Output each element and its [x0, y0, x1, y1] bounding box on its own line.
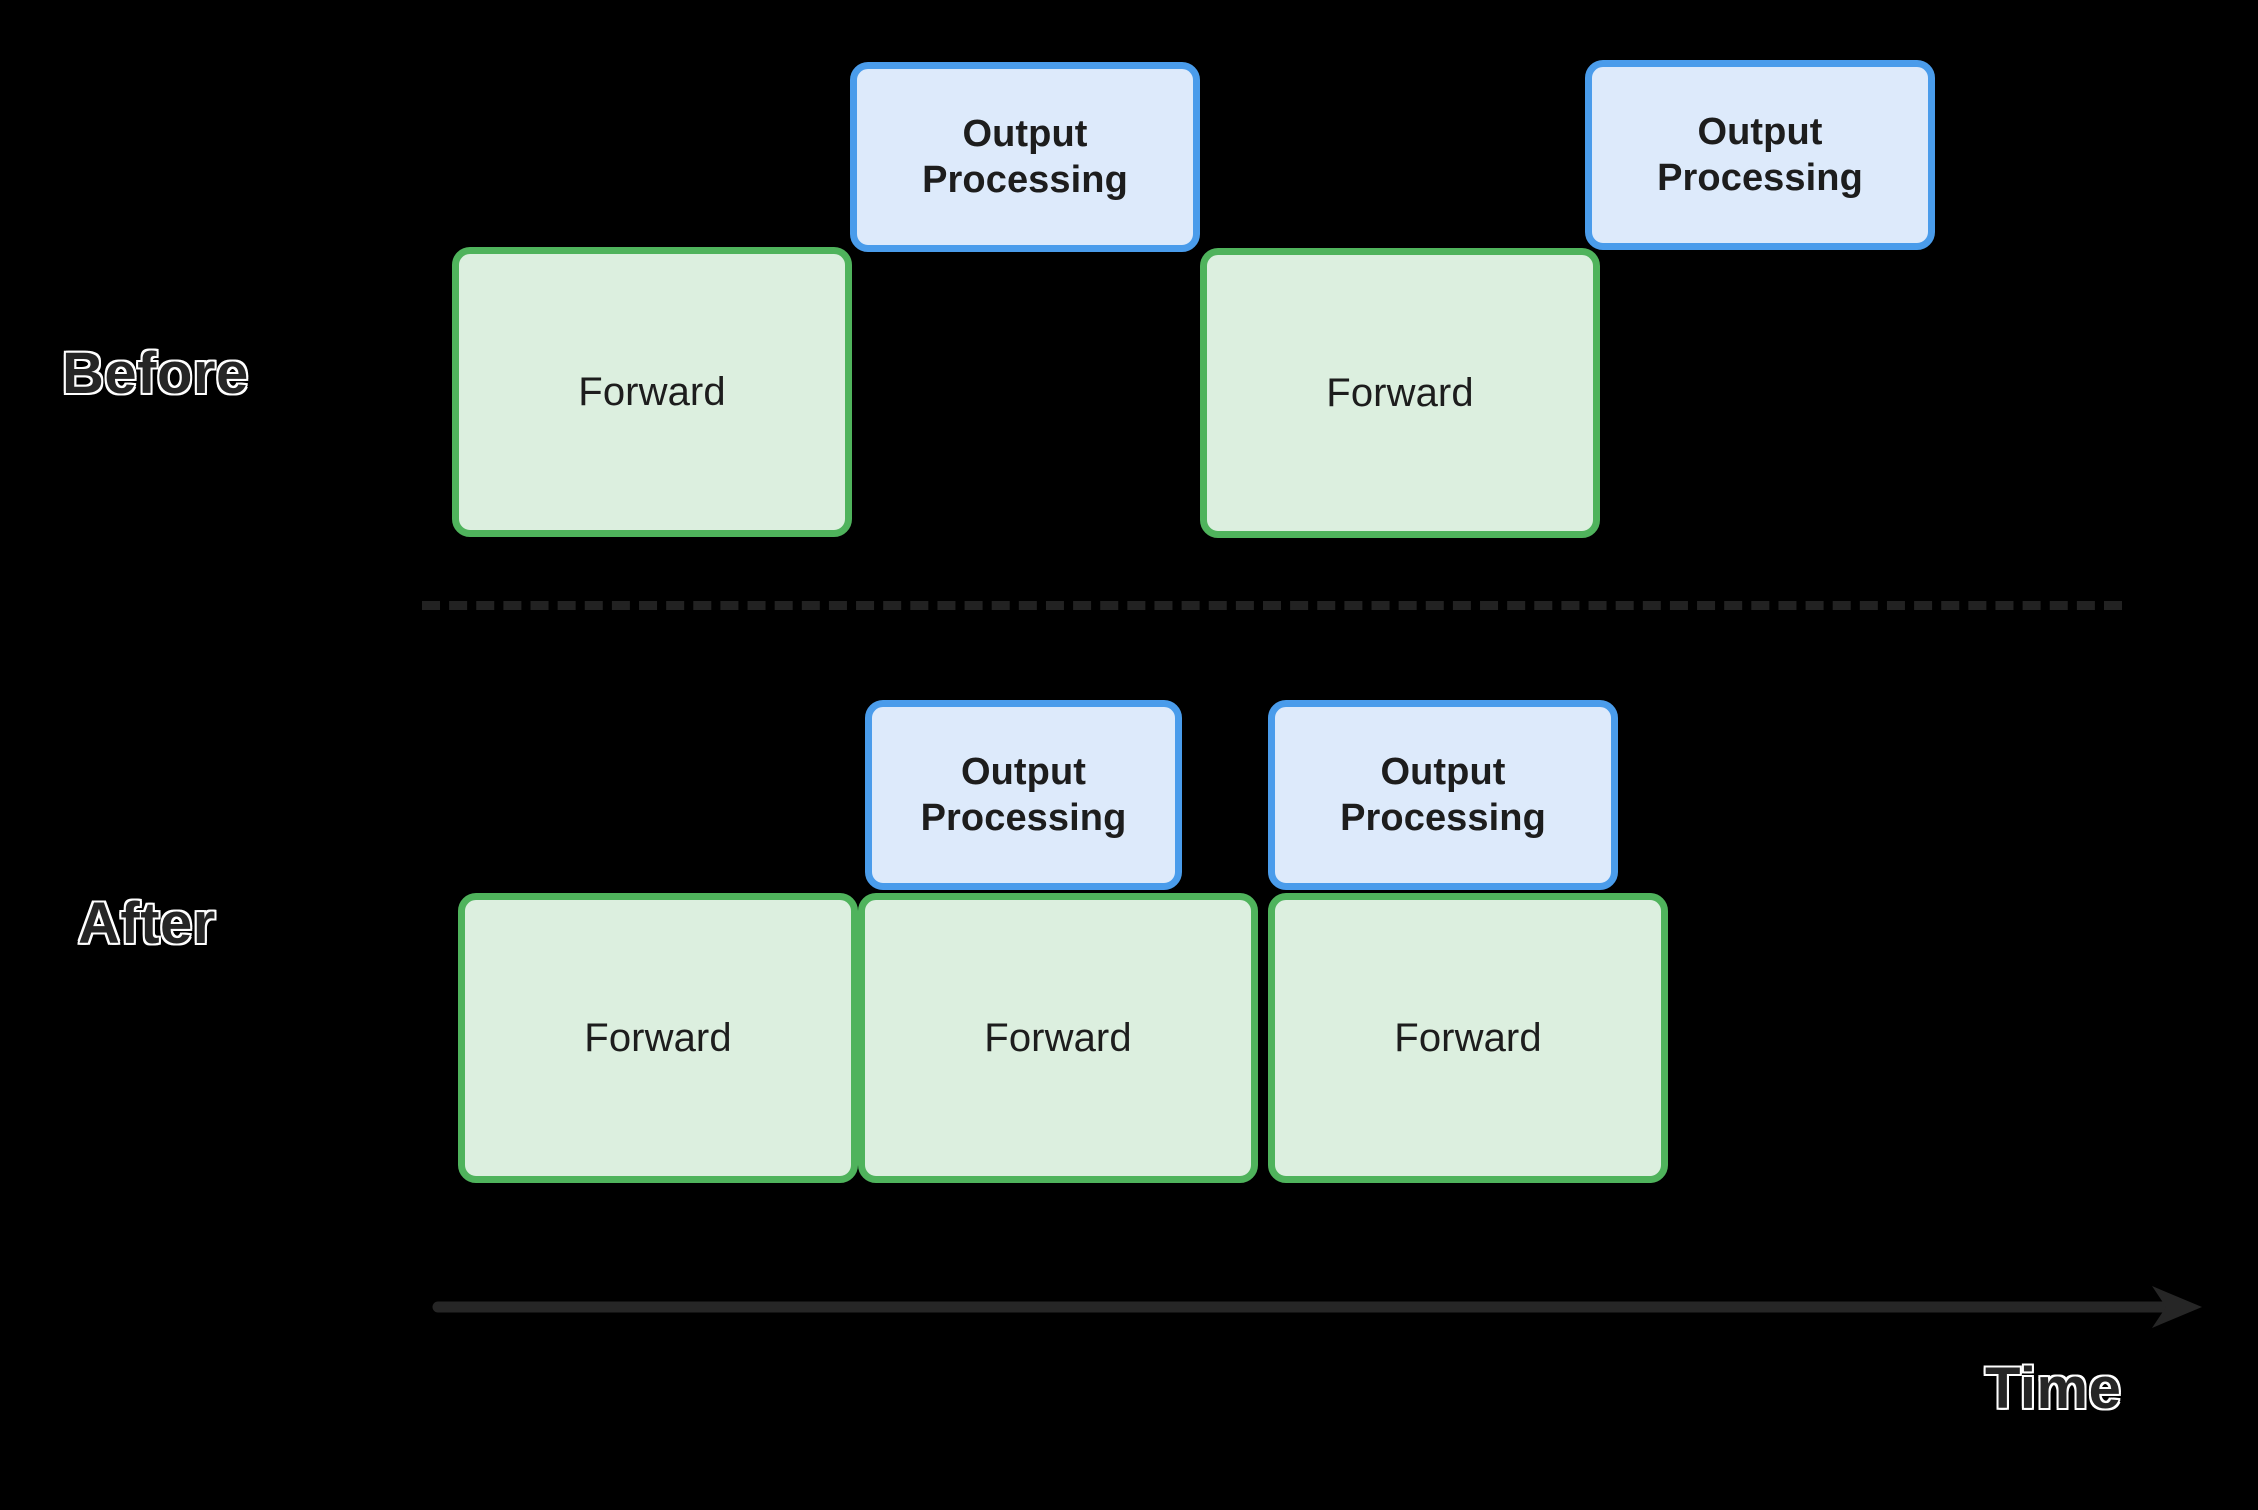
- before-forward-label-1: Forward: [578, 369, 726, 414]
- before-output-processing-block-1[interactable]: Output Processing: [850, 62, 1200, 252]
- time-axis-arrow: [432, 1286, 2202, 1328]
- after-output-processing-label-2: Output Processing: [1340, 750, 1546, 839]
- before-output-processing-label-2: Output Processing: [1657, 110, 1863, 199]
- time-axis-arrowhead: [2152, 1286, 2202, 1328]
- after-output-processing-label-1: Output Processing: [920, 750, 1127, 839]
- row-label-after: After: [77, 890, 217, 958]
- before-output-processing-label-1: Output Processing: [922, 112, 1128, 201]
- after-forward-block-2[interactable]: Forward: [858, 893, 1258, 1183]
- after-forward-label-2: Forward: [984, 1015, 1132, 1060]
- before-forward-block-2[interactable]: Forward: [1200, 248, 1600, 538]
- before-forward-label-2: Forward: [1326, 370, 1474, 415]
- after-forward-block-1[interactable]: Forward: [458, 893, 858, 1183]
- before-output-processing-block-2[interactable]: Output Processing: [1585, 60, 1935, 250]
- after-forward-label-3: Forward: [1394, 1015, 1542, 1060]
- after-forward-block-3[interactable]: Forward: [1268, 893, 1668, 1183]
- row-divider: [422, 601, 2122, 610]
- after-forward-label-1: Forward: [584, 1015, 732, 1060]
- after-output-processing-block-1[interactable]: Output Processing: [865, 700, 1182, 890]
- time-axis-label: Time: [1983, 1355, 2122, 1423]
- row-label-before: Before: [61, 340, 250, 408]
- before-forward-block-1[interactable]: Forward: [452, 247, 852, 537]
- after-output-processing-block-2[interactable]: Output Processing: [1268, 700, 1618, 890]
